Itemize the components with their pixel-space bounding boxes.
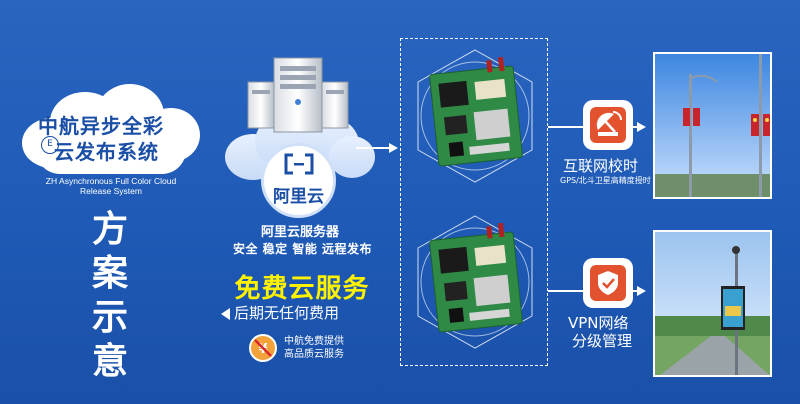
server-features: 安全 稳定 智能 远程发布 (232, 242, 373, 256)
aliyun-badge (261, 143, 336, 218)
server-towers-icon (247, 57, 349, 133)
triangle-icon (221, 307, 230, 320)
vertical-char-3: 示 (91, 297, 128, 338)
aliyun-brand-text: 阿里云 (273, 187, 324, 207)
controller-boards-frame (400, 38, 548, 366)
no-fee-note-line1: 中航免费提供 (284, 336, 344, 347)
no-fee-note: 中航免费提供 高品质云服务 (284, 335, 344, 361)
pole-screen-photo (653, 230, 772, 377)
no-fee-icon: ¥ (249, 334, 277, 362)
arrow-boards-to-display-1-head (637, 122, 646, 132)
system-title-line2: 云发布系统 (54, 140, 159, 164)
title-cloud-shape (22, 84, 200, 176)
shield-check-icon (583, 258, 633, 308)
free-service-headline: 免费云服务 (234, 274, 370, 304)
satellite-dish-icon (583, 100, 633, 150)
feature-2-title-line1: VPN网络 (568, 314, 629, 332)
arrow-server-to-boards-head (389, 143, 398, 153)
arrow-boards-to-display-2-head (637, 286, 646, 296)
feature-1-subtitle: GPS/北斗卫星高精度授时 (560, 176, 651, 185)
vertical-char-1: 方 (91, 209, 128, 250)
vertical-char-2: 案 (91, 253, 128, 294)
vertical-char-4: 意 (91, 341, 128, 382)
feature-1-title: 互联网校时 (563, 157, 639, 175)
free-service-subline-text: 后期无任何费用 (234, 304, 340, 322)
no-fee-note-line2: 高品质云服务 (284, 349, 344, 360)
feature-2-title-line2: 分级管理 (572, 332, 633, 350)
street-banner-photo (653, 52, 772, 199)
server-name: 阿里云服务器 (260, 225, 339, 240)
controller-board-2-icon (417, 215, 533, 349)
arrow-server-to-boards (356, 147, 390, 149)
controller-board-1-icon (417, 49, 533, 183)
system-title-english: ZH Asynchronous Full Color Cloud Release… (45, 176, 177, 196)
system-title-line1: 中航异步全彩 (38, 114, 164, 138)
free-service-subline: 后期无任何费用 (221, 302, 381, 323)
wifi-e-icon: E (41, 136, 59, 154)
aliyun-logo-icon (284, 153, 314, 175)
